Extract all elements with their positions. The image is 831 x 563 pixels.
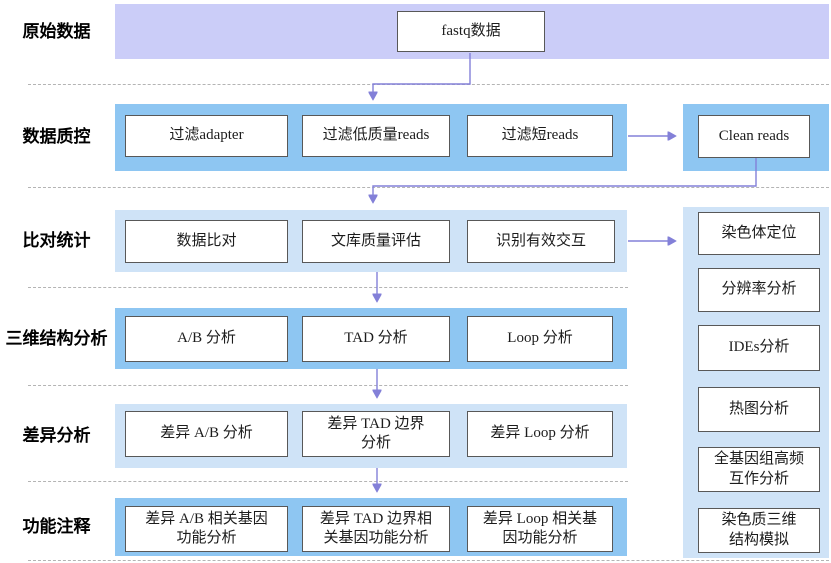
row-label-3d-structure: 三维结构分析 [5,329,108,348]
separator-dashed-4 [28,385,628,386]
node-valid-interactions: 识别有效交互 [467,220,615,263]
node-resolution-analysis: 分辨率分析 [698,268,820,312]
node-tad-analysis: TAD 分析 [302,316,450,362]
separator-dashed-2 [28,187,829,188]
node-data-alignment: 数据比对 [125,220,288,263]
node-filter-low-quality: 过滤低质量reads [302,115,450,157]
node-clean-reads: Clean reads [698,115,810,158]
node-chromatin-3d-simulation: 染色质三维 结构模拟 [698,508,820,553]
row-label-alignment-stats: 比对统计 [22,231,91,250]
node-heatmap-analysis: 热图分析 [698,387,820,432]
row-label-raw-data: 原始数据 [22,22,91,41]
row-label-data-qc: 数据质控 [22,127,91,146]
node-filter-short-reads: 过滤短reads [467,115,613,157]
separator-dashed-1 [28,84,829,85]
node-filter-adapter: 过滤adapter [125,115,288,157]
separator-dashed-3 [28,287,628,288]
separator-dashed-6 [28,560,829,561]
node-diff-loop: 差异 Loop 分析 [467,411,613,457]
node-diff-tad-boundary: 差异 TAD 边界 分析 [302,411,450,457]
band-right-analyses [683,207,829,558]
node-library-qc: 文库质量评估 [302,220,450,263]
node-diff-tad-gene-function: 差异 TAD 边界相 关基因功能分析 [302,506,450,552]
node-chromosome-positioning: 染色体定位 [698,212,820,255]
row-label-functional-annotation: 功能注释 [22,517,91,536]
row-label-differential: 差异分析 [22,426,91,445]
node-diff-ab: 差异 A/B 分析 [125,411,288,457]
node-ab-analysis: A/B 分析 [125,316,288,362]
connector-fastq-to-qc [373,53,471,98]
node-genomewide-interaction: 全基因组高频 互作分析 [698,447,820,492]
node-fastq: fastq数据 [397,11,545,52]
node-diff-loop-gene-function: 差异 Loop 相关基 因功能分析 [467,506,613,552]
separator-dashed-5 [28,481,628,482]
node-diff-ab-gene-function: 差异 A/B 相关基因 功能分析 [125,506,288,552]
node-loop-analysis: Loop 分析 [467,316,613,362]
node-ides-analysis: IDEs分析 [698,325,820,371]
